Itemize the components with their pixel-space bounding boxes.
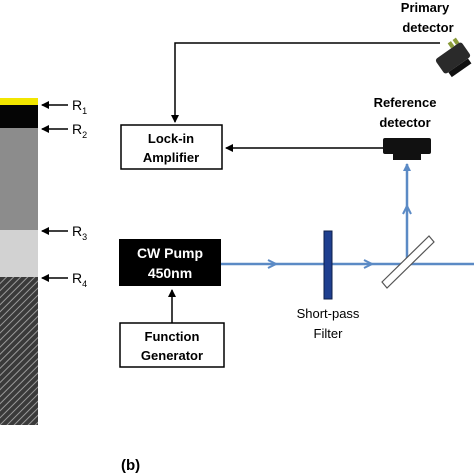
top-layer [0, 105, 38, 128]
lockin-line2: Amplifier [143, 150, 199, 165]
svg-text:R2: R2 [72, 121, 87, 140]
r4-label: R [72, 270, 82, 286]
reference-detector: Reference detector [374, 95, 437, 160]
cw-pump: CW Pump 450nm [119, 239, 221, 286]
lockin-line1: Lock-in [148, 131, 194, 146]
beam-splitter [381, 235, 435, 289]
light-layer [0, 230, 38, 277]
sample-stack [0, 98, 38, 425]
primary-detector: Primary detector [401, 0, 472, 78]
svg-text:R1: R1 [72, 97, 87, 116]
substrate-layer [0, 277, 38, 425]
r3-label: R [72, 223, 82, 239]
r1-subscript: 1 [82, 106, 87, 116]
beam-splitter-plate [381, 235, 435, 289]
laser-beam [221, 163, 474, 269]
r2-subscript: 2 [82, 130, 87, 140]
r2-label: R [72, 121, 82, 137]
r3-subscript: 3 [82, 232, 87, 242]
r1-label: R [72, 97, 82, 113]
cap-layer [0, 98, 38, 105]
middle-layer [0, 128, 38, 230]
pump-line2: 450nm [148, 265, 192, 281]
filter-label-line1: Short-pass [297, 306, 360, 321]
primary-label-line2: detector [402, 20, 453, 35]
reflection-marker-r1: R1 [41, 97, 87, 116]
reflection-marker-r2: R2 [41, 121, 87, 140]
reflection-marker-r4: R4 [41, 270, 87, 289]
lockin-amplifier: Lock-in Amplifier [120, 124, 223, 170]
lockin-box [120, 124, 223, 170]
pump-box [119, 239, 221, 286]
reference-label-line1: Reference [374, 95, 437, 110]
function-generator: Function Generator [119, 322, 225, 368]
filter-label-line2: Filter [314, 326, 344, 341]
r4-subscript: 4 [82, 279, 87, 289]
svg-text:R4: R4 [72, 270, 87, 289]
beam-arrow-up [402, 203, 412, 215]
funcgen-line1: Function [145, 329, 200, 344]
panel-label: (b) [121, 457, 140, 474]
short-pass-filter: Short-pass Filter [297, 230, 360, 341]
primary-detector-icon [435, 37, 472, 78]
reflection-marker-r3: R3 [41, 223, 87, 242]
primary-label-line1: Primary [401, 0, 450, 15]
primary-to-lockin-line [171, 42, 440, 123]
reference-label-line2: detector [379, 115, 430, 130]
filter-element [323, 230, 333, 300]
beam-arrow-1 [267, 259, 279, 269]
reference-detector-body [383, 138, 431, 154]
beam-arrow-2 [363, 259, 375, 269]
pump-line1: CW Pump [137, 245, 203, 261]
funcgen-line2: Generator [141, 348, 203, 363]
svg-text:R3: R3 [72, 223, 87, 242]
reference-detector-foot [393, 154, 421, 160]
